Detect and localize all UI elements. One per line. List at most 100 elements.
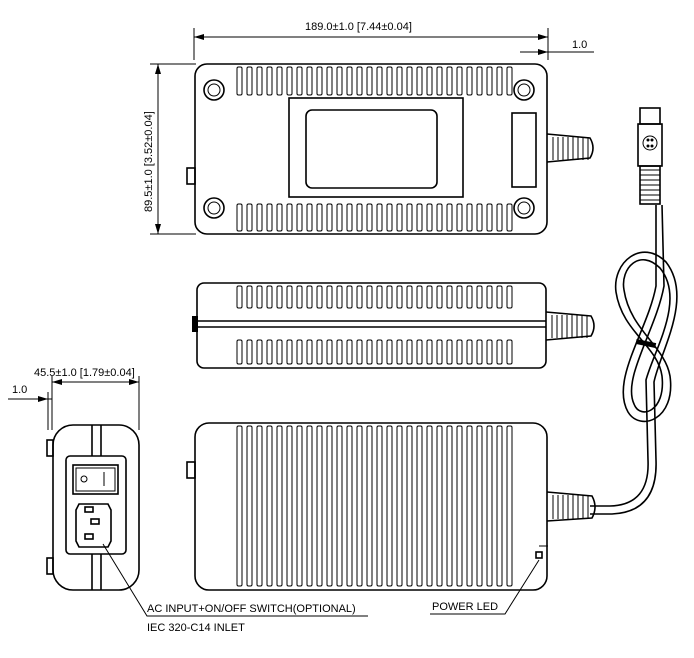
vent-slot [246, 285, 253, 309]
vent-slot [276, 203, 283, 232]
vent-slot [326, 425, 333, 587]
vent-slot [346, 203, 353, 232]
vent-slot [406, 285, 413, 309]
vent-slot [396, 425, 403, 587]
vent-slot [286, 203, 293, 232]
dc-cable [590, 204, 678, 515]
vent-slot [376, 425, 383, 587]
vent-slot [246, 203, 253, 232]
vent-slot [346, 425, 353, 587]
vent-slot [266, 66, 273, 96]
rocker-switch-icon [72, 464, 119, 495]
ac-input-label-line1: AC INPUT+ON/OFF SWITCH(OPTIONAL) [147, 603, 356, 615]
vent-slot [396, 203, 403, 232]
vent-slot [506, 285, 513, 309]
vent-slot [286, 425, 293, 587]
vent-slot [396, 339, 403, 365]
vent-slot [456, 203, 463, 232]
vent-slot [386, 66, 393, 96]
vent-slot [246, 425, 253, 587]
vent-slot [456, 285, 463, 309]
vent-slot [486, 285, 493, 309]
vent-slot [366, 339, 373, 365]
vent-slot [256, 203, 263, 232]
vent-slot [426, 339, 433, 365]
vent-slot [436, 339, 443, 365]
vent-slot [406, 339, 413, 365]
vent-slot [416, 425, 423, 587]
vent-slot [306, 339, 313, 365]
vent-slot [386, 339, 393, 365]
vent-slot [416, 203, 423, 232]
power-led [535, 551, 543, 559]
vent-slot [446, 339, 453, 365]
vent-slot [236, 203, 243, 232]
cable-tie [635, 338, 657, 349]
vent-slot [336, 425, 343, 587]
vent-slot [476, 285, 483, 309]
vent-slot [236, 66, 243, 96]
vent-slot [466, 203, 473, 232]
vent-slot [326, 66, 333, 96]
vent-slot [256, 425, 263, 587]
vent-slot [326, 285, 333, 309]
vent-slot [446, 425, 453, 587]
ac-input-callout: AC INPUT+ON/OFF SWITCH(OPTIONAL) IEC 320… [102, 543, 368, 634]
vent-slot [386, 425, 393, 587]
vent-slot [386, 203, 393, 232]
vent-slot [356, 339, 363, 365]
vent-slot [506, 66, 513, 96]
vent-slot [316, 285, 323, 309]
vent-slot [336, 66, 343, 96]
strain-relief-top [546, 133, 594, 163]
vent-slot [436, 285, 443, 309]
dimension-height-label: 89.5±1.0 [3.52±0.04] [143, 111, 155, 212]
dimension-offset-top-label: 1.0 [572, 39, 587, 51]
vent-slot [426, 425, 433, 587]
vent-slot [376, 285, 383, 309]
vent-slot [236, 339, 243, 365]
vent-slot [486, 66, 493, 96]
vent-slot [346, 339, 353, 365]
vent-slot [416, 66, 423, 96]
vent-slot [496, 66, 503, 96]
strain-relief-bottom [546, 491, 596, 522]
vent-slot [256, 285, 263, 309]
vent-slot [376, 66, 383, 96]
vent-slot [266, 285, 273, 309]
vent-slot [366, 66, 373, 96]
vent-slot [286, 339, 293, 365]
dimension-offset-top: 1.0 [520, 39, 594, 55]
vent-slot [236, 285, 243, 309]
vent-slot [316, 66, 323, 96]
dimension-offset-side: 1.0 [8, 384, 52, 430]
vent-slot [246, 66, 253, 96]
vent-slot [416, 339, 423, 365]
vent-slot [286, 285, 293, 309]
vent-slot [436, 425, 443, 587]
vent-slot [496, 425, 503, 587]
vent-slot [386, 285, 393, 309]
vent-slot [426, 203, 433, 232]
vent-slot [306, 425, 313, 587]
vent-slot [496, 285, 503, 309]
vent-slot [376, 339, 383, 365]
vent-slot [486, 203, 493, 232]
vent-slot [256, 339, 263, 365]
vent-slot [506, 203, 513, 232]
vent-slot [346, 66, 353, 96]
vent-slot [356, 203, 363, 232]
vent-slot [296, 66, 303, 96]
dimension-width-label: 45.5±1.0 [1.79±0.04] [34, 367, 135, 379]
vent-slot [256, 66, 263, 96]
power-led-callout: POWER LED [430, 559, 540, 615]
vent-slot [276, 285, 283, 309]
vent-slot [316, 425, 323, 587]
dimension-height: 89.5±1.0 [3.52±0.04] [143, 63, 196, 235]
vent-slot [366, 203, 373, 232]
vent-slot [456, 66, 463, 96]
vent-slot [356, 66, 363, 96]
vent-slot [306, 203, 313, 232]
vent-slot [316, 203, 323, 232]
vent-slot [316, 339, 323, 365]
